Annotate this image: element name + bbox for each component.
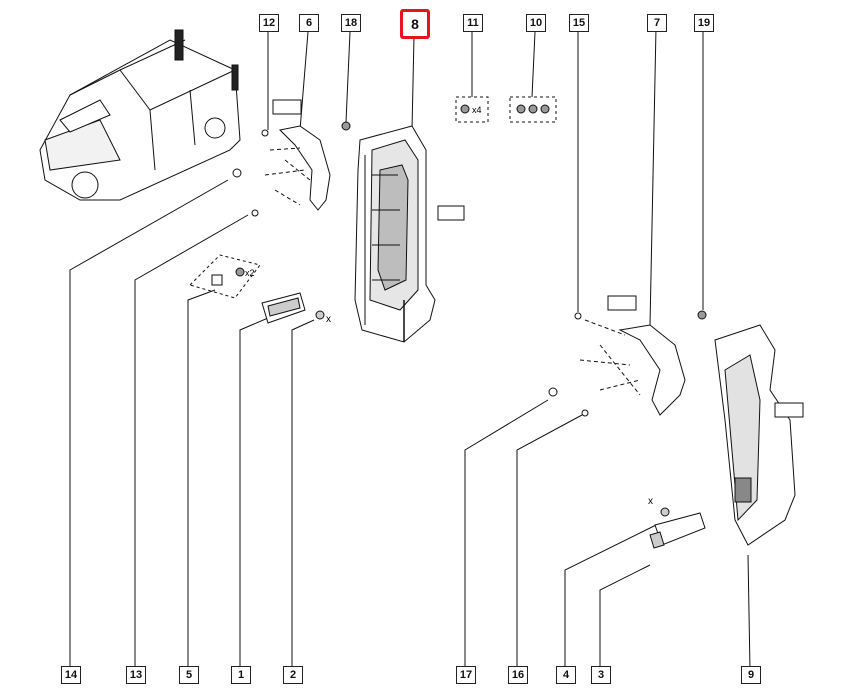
callout-2[interactable]: 2 <box>283 666 303 684</box>
leader-lines <box>69 27 751 671</box>
callout-9[interactable]: 9 <box>741 666 761 684</box>
van-illustration <box>39 29 241 201</box>
part-7-cover <box>548 295 686 417</box>
callout-18[interactable]: 18 <box>341 14 361 32</box>
part-9-lamp <box>697 310 804 546</box>
part-8-tail-lamp <box>354 125 465 343</box>
part-5-kit <box>189 254 261 299</box>
callout-8-selected[interactable]: 8 <box>400 9 430 39</box>
callout-13[interactable]: 13 <box>126 666 146 684</box>
callout-1[interactable]: 1 <box>231 666 251 684</box>
x-mark-2: x <box>648 496 653 507</box>
callout-16[interactable]: 16 <box>508 666 528 684</box>
callout-17[interactable]: 17 <box>456 666 476 684</box>
callout-19[interactable]: 19 <box>694 14 714 32</box>
callout-4[interactable]: 4 <box>556 666 576 684</box>
part-1-plate-light <box>261 292 325 324</box>
qty-x4-label: x4 <box>472 105 482 115</box>
callout-11[interactable]: 11 <box>463 14 483 32</box>
callout-10[interactable]: 10 <box>526 14 546 32</box>
x-mark-1: x <box>326 314 331 325</box>
callout-12[interactable]: 12 <box>259 14 279 32</box>
callout-6[interactable]: 6 <box>299 14 319 32</box>
callout-14[interactable]: 14 <box>61 666 81 684</box>
part-6-cover <box>232 99 331 217</box>
callout-7[interactable]: 7 <box>647 14 667 32</box>
part-3-side-light <box>649 507 706 549</box>
qty-x2-label: x2 <box>245 268 255 278</box>
callout-15[interactable]: 15 <box>569 14 589 32</box>
clip-kits <box>341 96 557 131</box>
callout-5[interactable]: 5 <box>179 666 199 684</box>
callout-3[interactable]: 3 <box>591 666 611 684</box>
